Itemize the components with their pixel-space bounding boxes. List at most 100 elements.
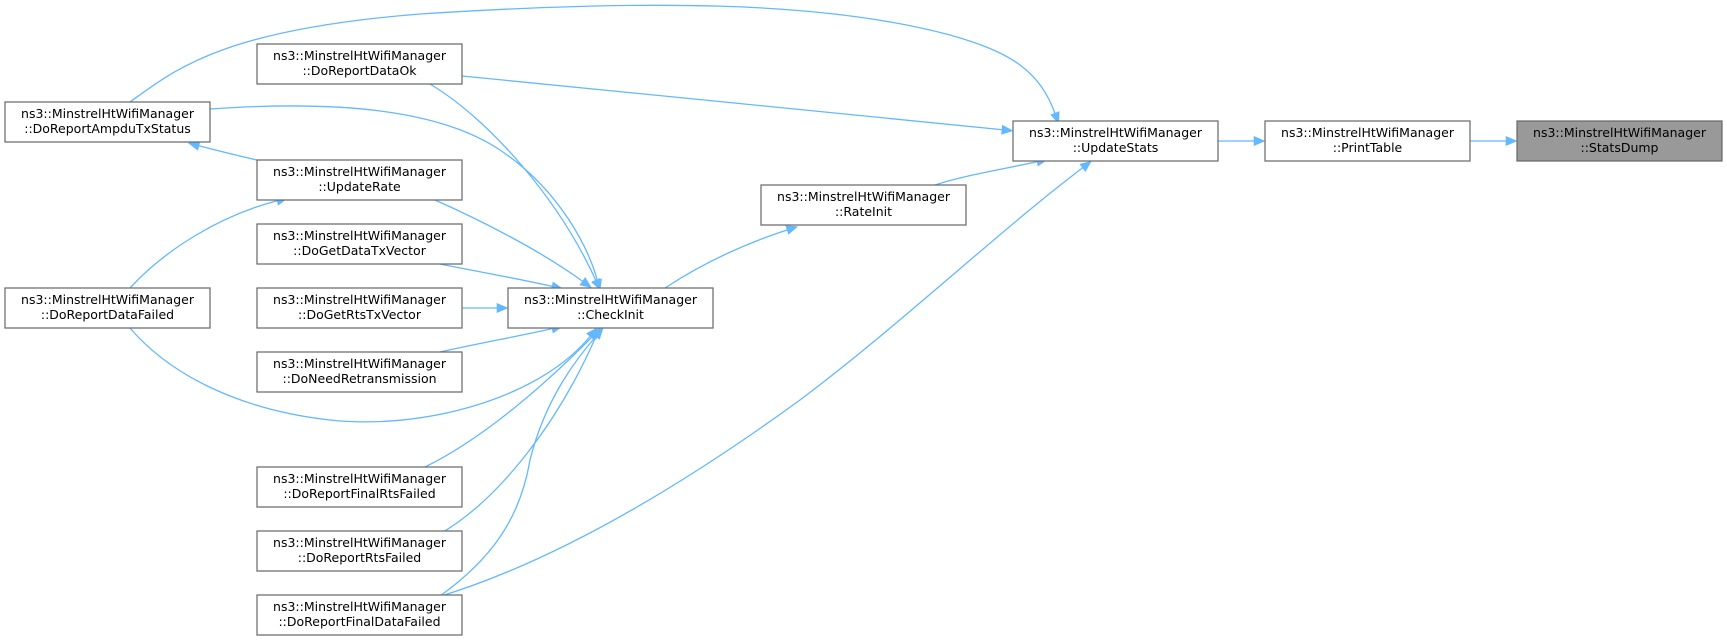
node-doreportrtsfailed[interactable]: ns3::MinstrelHtWifiManager::DoReportRtsF… [256, 530, 463, 572]
node-doreportfinaldatafailed[interactable]: ns3::MinstrelHtWifiManager::DoReportFina… [256, 594, 463, 636]
node-box[interactable] [256, 223, 463, 265]
edge-doreportdataok-to-checkinit [429, 83, 601, 291]
arrow-head [785, 225, 799, 235]
edge-line [129, 199, 281, 289]
node-box[interactable] [256, 594, 463, 636]
node-doreportdataok[interactable]: ns3::MinstrelHtWifiManager::DoReportData… [256, 43, 463, 85]
edge-printtable-to-statsdump [1470, 136, 1518, 146]
edge-doreportfinaldatafailed-to-checkinit [439, 327, 604, 597]
node-updaterate[interactable]: ns3::MinstrelHtWifiManager::UpdateRate [256, 159, 463, 201]
edge-doreportdataok-to-updatestats [461, 75, 1014, 135]
node-doreportdatafailed[interactable]: ns3::MinstrelHtWifiManager::DoReportData… [4, 287, 211, 329]
node-label-method: ::UpdateStats [1073, 140, 1159, 155]
edge-line [424, 333, 596, 468]
node-box[interactable] [507, 287, 714, 329]
node-box[interactable] [4, 101, 211, 143]
node-doreportfinalrtsfailed[interactable]: ns3::MinstrelHtWifiManager::DoReportFina… [256, 466, 463, 508]
node-label-namespace: ns3::MinstrelHtWifiManager [524, 292, 698, 307]
edge-doreportampdutxstatus-to-updatestats [129, 4, 1060, 124]
edges-layer [129, 4, 1518, 598]
edge-updaterate-to-doreportampdutxstatus [187, 141, 258, 161]
node-box[interactable] [256, 466, 463, 508]
node-box[interactable] [256, 351, 463, 393]
node-label-method: ::DoNeedRetransmission [282, 371, 436, 386]
node-label-method: ::CheckInit [577, 307, 644, 322]
node-label-method: ::DoReportAmpduTxStatus [24, 121, 191, 136]
node-label-method: ::UpdateRate [318, 179, 401, 194]
edge-updatestats-to-printtable [1218, 136, 1266, 146]
node-label-method: ::DoReportDataOk [302, 63, 417, 78]
node-label-namespace: ns3::MinstrelHtWifiManager [1281, 125, 1455, 140]
edge-dogetrtstxvector-to-checkinit [462, 303, 509, 313]
node-label-method: ::PrintTable [1333, 140, 1403, 155]
edge-line [437, 333, 598, 536]
node-box[interactable] [1264, 120, 1471, 162]
node-label-namespace: ns3::MinstrelHtWifiManager [777, 189, 951, 204]
node-printtable[interactable]: ns3::MinstrelHtWifiManager::PrintTable [1264, 120, 1471, 162]
edge-line [439, 327, 556, 353]
node-updatestats[interactable]: ns3::MinstrelHtWifiManager::UpdateStats [1012, 120, 1219, 162]
arrow-head [1050, 111, 1060, 124]
node-label-namespace: ns3::MinstrelHtWifiManager [273, 535, 447, 550]
node-label-method: ::DoGetRtsTxVector [298, 307, 422, 322]
arrow-head [1079, 160, 1092, 172]
edge-line [129, 327, 593, 423]
node-label-namespace: ns3::MinstrelHtWifiManager [273, 471, 447, 486]
node-box[interactable] [256, 43, 463, 85]
node-label-namespace: ns3::MinstrelHtWifiManager [273, 599, 447, 614]
edge-line [209, 105, 599, 284]
edge-line [434, 199, 586, 284]
edge-line [439, 263, 556, 288]
edge-line [664, 228, 791, 289]
node-statsdump[interactable]: ns3::MinstrelHtWifiManager::StatsDump [1516, 120, 1723, 162]
node-box[interactable] [760, 184, 967, 226]
node-dogetrtstxvector[interactable]: ns3::MinstrelHtWifiManager::DoGetRtsTxVe… [256, 287, 463, 329]
edge-checkinit-to-rateinit [664, 225, 799, 289]
arrow-head [579, 277, 592, 288]
node-box[interactable] [1012, 120, 1219, 162]
edge-line [195, 144, 258, 161]
node-box[interactable] [256, 530, 463, 572]
edge-line [437, 165, 1086, 598]
arrow-head [1001, 124, 1014, 135]
node-label-method: ::DoReportFinalDataFailed [278, 614, 440, 629]
edge-line [934, 160, 1041, 186]
node-box[interactable] [256, 287, 463, 329]
edge-rateinit-to-updatestats [934, 156, 1049, 186]
node-box[interactable] [1516, 120, 1723, 162]
node-label-namespace: ns3::MinstrelHtWifiManager [1533, 125, 1707, 140]
node-checkinit[interactable]: ns3::MinstrelHtWifiManager::CheckInit [507, 287, 714, 329]
node-label-namespace: ns3::MinstrelHtWifiManager [273, 228, 447, 243]
node-doneedretransmission[interactable]: ns3::MinstrelHtWifiManager::DoNeedRetran… [256, 351, 463, 393]
node-label-namespace: ns3::MinstrelHtWifiManager [21, 292, 195, 307]
node-label-namespace: ns3::MinstrelHtWifiManager [273, 356, 447, 371]
node-label-namespace: ns3::MinstrelHtWifiManager [273, 164, 447, 179]
node-rateinit[interactable]: ns3::MinstrelHtWifiManager::RateInit [760, 184, 967, 226]
arrow-head [187, 141, 201, 151]
node-doreportampdutxstatus[interactable]: ns3::MinstrelHtWifiManager::DoReportAmpd… [4, 101, 211, 143]
edge-line [429, 83, 598, 284]
node-box[interactable] [4, 287, 211, 329]
node-label-namespace: ns3::MinstrelHtWifiManager [273, 48, 447, 63]
edge-line [461, 75, 1006, 131]
node-label-namespace: ns3::MinstrelHtWifiManager [273, 292, 447, 307]
node-label-namespace: ns3::MinstrelHtWifiManager [21, 106, 195, 121]
node-dogetdatatxvector[interactable]: ns3::MinstrelHtWifiManager::DoGetDataTxV… [256, 223, 463, 265]
arrow-head [591, 277, 601, 291]
arrow-head [1253, 136, 1266, 146]
node-label-namespace: ns3::MinstrelHtWifiManager [1029, 125, 1203, 140]
node-label-method: ::DoReportDataFailed [41, 307, 174, 322]
node-label-method: ::DoGetDataTxVector [293, 243, 427, 258]
arrow-head [1505, 136, 1518, 146]
node-label-method: ::RateInit [835, 204, 892, 219]
edge-line [439, 333, 599, 597]
nodes-layer: ns3::MinstrelHtWifiManager::StatsDumpns3… [4, 43, 1723, 636]
arrow-head [592, 327, 604, 340]
edge-dogetdatatxvector-to-checkinit [439, 263, 564, 292]
node-label-method: ::DoReportFinalRtsFailed [283, 486, 435, 501]
node-box[interactable] [256, 159, 463, 201]
node-label-method: ::StatsDump [1581, 140, 1659, 155]
edge-line [129, 4, 1057, 117]
edge-doneedretransmission-to-checkinit [439, 323, 564, 353]
